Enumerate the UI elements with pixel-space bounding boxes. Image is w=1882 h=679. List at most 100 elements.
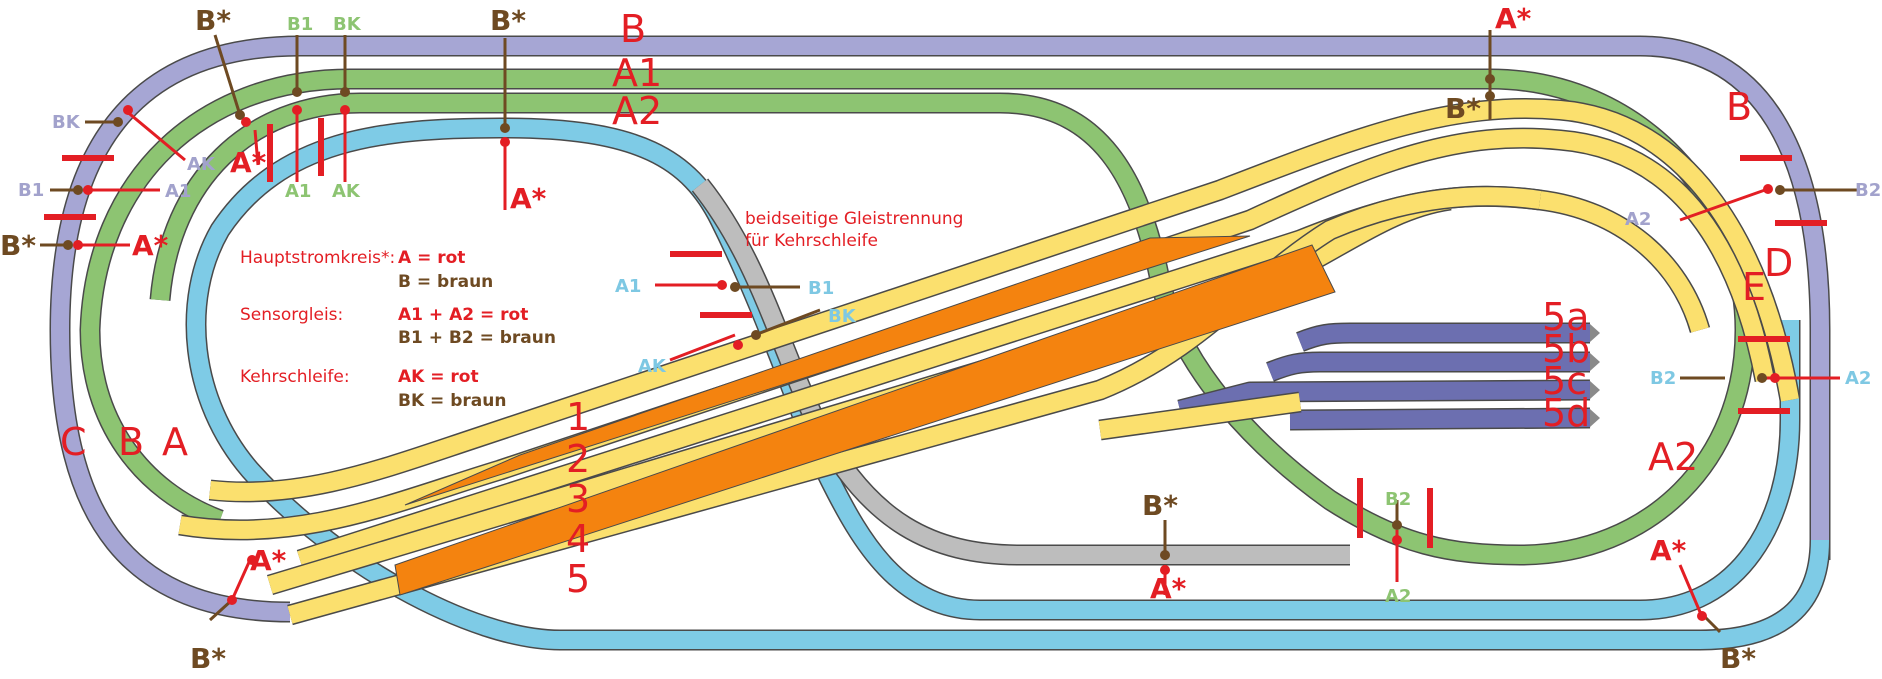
- isolation-mark: [1775, 220, 1827, 226]
- legend-main-b: B = braun: [398, 272, 493, 292]
- siding-label: 5a: [1542, 295, 1589, 339]
- track-label: A: [162, 420, 188, 464]
- feeder-label: A*: [1650, 534, 1687, 567]
- siding-5a: [1296, 322, 1590, 352]
- buffer-5b: [1590, 353, 1600, 371]
- station-track-2: [178, 127, 1776, 541]
- legend-main-a: A = rot: [398, 248, 465, 268]
- track-label: A2: [612, 89, 662, 133]
- feeder-label: A1: [165, 181, 191, 202]
- track-labels: B A1 A2 B D E A2 C B A 5a 5b 5c 5d 1 2 3…: [60, 7, 1793, 601]
- feeder-points: [63, 74, 1785, 621]
- station-track-5: [287, 185, 1542, 626]
- station-track-label: 3: [566, 477, 590, 521]
- feeder-label: A*: [250, 544, 287, 577]
- feeder-label: AK: [187, 154, 216, 175]
- buffer-5a: [1590, 324, 1600, 342]
- feeder-label: A1: [285, 181, 311, 202]
- track-label: C: [60, 420, 87, 464]
- station-track-label: 5: [566, 557, 590, 601]
- legend-reverse-label: Kehrschleife:: [240, 367, 350, 387]
- station-siding-link-bed: [1098, 393, 1302, 439]
- track-label: E: [1742, 265, 1766, 309]
- siding-label: 5c: [1542, 359, 1587, 403]
- track-label: B: [1726, 85, 1752, 129]
- isolation-mark: [44, 214, 96, 220]
- siding-5c: [1177, 379, 1591, 421]
- siding-5b-bed: [1266, 353, 1590, 381]
- siding-label: 5d: [1542, 391, 1590, 435]
- feeder-label: A2: [1625, 209, 1651, 230]
- feeder-label: B2: [1650, 368, 1676, 389]
- inner-loop-track-bed: [187, 118, 1829, 649]
- feeder-label: A1: [615, 276, 641, 297]
- buffer-5c: [1590, 381, 1600, 399]
- isolation-mark: [670, 251, 722, 257]
- isolation-mark: [1357, 478, 1363, 538]
- feeder-label: AK: [332, 181, 361, 202]
- note-line-2: für Kehrschleife: [745, 231, 878, 251]
- feeder-label: A*: [1495, 2, 1532, 35]
- feeder-label: B*: [490, 4, 526, 37]
- isolation-mark: [267, 124, 273, 182]
- feeder-label: B*: [195, 4, 231, 37]
- station-track-label: 2: [566, 437, 590, 481]
- platform-upper: [404, 235, 1251, 506]
- note-line-1: beidseitige Gleistrennung: [745, 209, 963, 229]
- track-isolation-marks: [44, 118, 1827, 548]
- feeder-label: B2: [1855, 180, 1881, 201]
- feeder-label: B*: [190, 642, 226, 675]
- track-label: D: [1764, 241, 1793, 285]
- feeder-label: AK: [638, 356, 667, 377]
- feeder-label: A*: [132, 229, 169, 262]
- siding-5d: [1289, 407, 1591, 431]
- feeder-label: A2: [1845, 368, 1871, 389]
- siding-buffers: [1590, 324, 1600, 427]
- feeder-label: B*: [0, 229, 36, 262]
- feeder-label: B1: [808, 278, 834, 299]
- isolation-mark: [318, 118, 324, 176]
- track-label: A1: [612, 51, 662, 95]
- feeder-label: B1: [287, 14, 313, 35]
- feeder-label: A*: [510, 182, 547, 215]
- station-track-5-bed: [287, 187, 1542, 624]
- track-label: A2: [1648, 435, 1698, 479]
- buffer-5d: [1590, 409, 1600, 427]
- isolation-mark: [1740, 155, 1792, 161]
- isolation-mark: [700, 312, 752, 318]
- feeder-label: B*: [1142, 489, 1178, 522]
- isolation-mark: [1738, 408, 1790, 414]
- feeder-label: BK: [333, 14, 362, 35]
- feeder-label: B2: [1385, 489, 1411, 510]
- station-track-label: 4: [566, 517, 590, 561]
- legend-reverse-b: BK = braun: [398, 391, 506, 411]
- siding-5b: [1266, 351, 1590, 382]
- siding-5d-bed: [1289, 409, 1591, 429]
- legend-sensor-label: Sensorgleis:: [240, 305, 343, 325]
- feeder-label: BK: [52, 112, 81, 133]
- station-track-label: 1: [566, 395, 590, 439]
- feeder-lines: [40, 30, 1860, 634]
- siding-label: 5b: [1542, 327, 1590, 371]
- feeder-label: A*: [1150, 572, 1187, 605]
- track-label: B: [118, 420, 144, 464]
- isolation-mark: [62, 155, 114, 161]
- legend: Hauptstromkreis*: A = rot B = braun Sens…: [240, 248, 556, 411]
- feeder-label: A2: [1385, 586, 1411, 607]
- platform-lower: [394, 244, 1336, 596]
- feeder-label: B*: [1445, 92, 1481, 125]
- isolation-note: beidseitige Gleistrennung für Kehrschlei…: [745, 209, 963, 251]
- isolation-mark: [1427, 488, 1433, 548]
- siding-5c-bed: [1177, 381, 1591, 419]
- legend-sensor-a: A1 + A2 = rot: [398, 305, 528, 325]
- legend-reverse-a: AK = rot: [398, 367, 479, 387]
- station-track-2-bed: [178, 129, 1774, 539]
- station-siding-link: [1098, 391, 1302, 441]
- track-label: B: [620, 7, 646, 51]
- inner-loop-track: [185, 117, 1831, 651]
- siding-5a-bed: [1296, 324, 1590, 351]
- feeder-label: A*: [230, 146, 267, 179]
- isolation-mark: [1738, 336, 1790, 342]
